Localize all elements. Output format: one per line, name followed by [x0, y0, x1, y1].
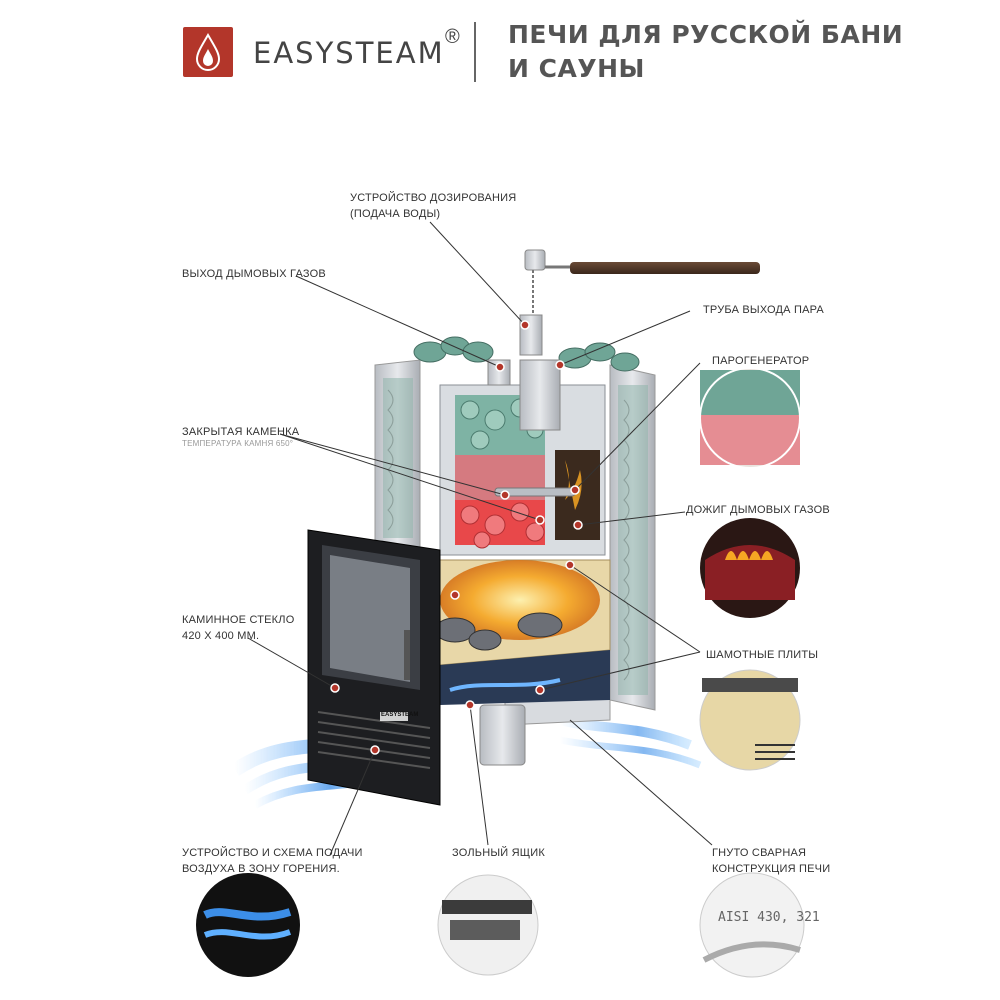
- air-flow-right: [558, 715, 702, 769]
- detail-steam-generator: [699, 367, 801, 469]
- label-bent-line-1: ГНУТО СВАРНАЯ: [712, 847, 807, 859]
- dosing-device: [519, 249, 760, 356]
- detail-ash-box: [437, 874, 539, 976]
- label-bent-line-2: КОНСТРУКЦИЯ ПЕЧИ: [712, 863, 831, 875]
- page-title: ПЕЧИ ДЛЯ РУССКОЙ БАНИ И САУНЫ: [508, 18, 903, 86]
- stove-door: [307, 529, 441, 806]
- brand-logo: [183, 27, 233, 77]
- label-ash-box: ЗОЛЬНЫЙ ЯЩИК: [452, 847, 546, 859]
- label-closed-heater: ЗАКРЫТАЯ КАМЕНКА: [182, 426, 300, 438]
- top-stones: [413, 336, 640, 372]
- brand-name: EASYSTEAM: [253, 36, 445, 70]
- tagline-line-1: ПЕЧИ ДЛЯ РУССКОЙ БАНИ: [508, 20, 904, 49]
- detail-chamotte: [699, 669, 801, 771]
- tagline-line-2: И САУНЫ: [508, 54, 645, 83]
- label-glass-line-2: 420 Х 400 ММ.: [182, 630, 260, 642]
- label-steam-pipe: ТРУБА ВЫХОДА ПАРА: [703, 304, 824, 316]
- label-air-line-2: ВОЗДУХА В ЗОНУ ГОРЕНИЯ.: [182, 863, 340, 875]
- label-dosing-line-2: (ПОДАЧА ВОДЫ): [350, 208, 441, 220]
- detail-afterburn: [700, 518, 800, 618]
- label-fireplace-glass: КАМИННОЕ СТЕКЛО 420 Х 400 ММ.: [182, 612, 294, 644]
- label-dosing-device: УСТРОЙСТВО ДОЗИРОВАНИЯ (ПОДАЧА ВОДЫ): [350, 190, 516, 222]
- label-afterburn: ДОЖИГ ДЫМОВЫХ ГАЗОВ: [686, 504, 830, 516]
- steel-grade-text: AISI 430, 321: [718, 910, 820, 925]
- door-badge: EASYSTEAM: [381, 712, 419, 718]
- heater-chamber: [439, 359, 606, 556]
- label-steam-generator: ПАРОГЕНЕРАТОР: [712, 355, 810, 367]
- registered-mark: ®: [445, 26, 460, 48]
- flame-drop-icon: [195, 33, 221, 71]
- label-glass-line-1: КАМИННОЕ СТЕКЛО: [182, 614, 295, 626]
- label-air-supply: УСТРОЙСТВО И СХЕМА ПОДАЧИ ВОЗДУХА В ЗОНУ…: [182, 845, 363, 877]
- firebox: [434, 559, 611, 705]
- label-air-line-1: УСТРОЙСТВО И СХЕМА ПОДАЧИ: [182, 847, 363, 859]
- callout-dots: [330, 320, 583, 755]
- detail-air-supply: [196, 873, 300, 977]
- label-smoke-exit: ВЫХОД ДЫМОВЫХ ГАЗОВ: [182, 268, 326, 280]
- label-dosing-line-1: УСТРОЙСТВО ДОЗИРОВАНИЯ: [350, 192, 517, 204]
- header-divider: [474, 22, 476, 82]
- callout-lines: [247, 221, 713, 856]
- label-stone-temperature: ТЕМПЕРАТУРА КАМНЯ 650°: [182, 439, 294, 448]
- label-chamotte: ШАМОТНЫЕ ПЛИТЫ: [706, 649, 819, 661]
- stove-casing: [374, 359, 656, 726]
- detail-welded: [699, 872, 805, 978]
- label-bent-welded: ГНУТО СВАРНАЯ КОНСТРУКЦИЯ ПЕЧИ: [712, 845, 830, 877]
- ash-box-drawer: [479, 704, 526, 766]
